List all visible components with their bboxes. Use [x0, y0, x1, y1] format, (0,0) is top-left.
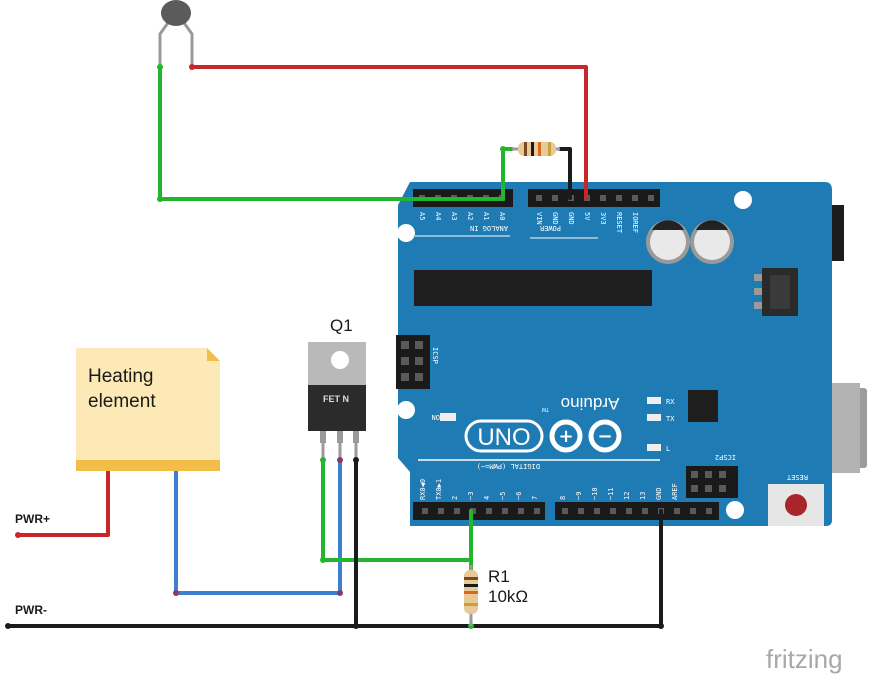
- wire-thermistor-5v: [190, 65, 588, 200]
- icsp2-header: [686, 466, 738, 498]
- wire-gate-d3: [321, 458, 473, 562]
- pwr-plus-label: PWR+: [15, 512, 50, 526]
- note-body: [76, 348, 220, 460]
- thermistor: [157, 0, 195, 70]
- pin-label-a5: A5: [418, 212, 426, 220]
- power-label: POWER: [539, 224, 561, 232]
- infinity-logo: [549, 419, 622, 453]
- mounting-hole: [734, 191, 752, 209]
- arduino-uno-board: A5 A4 A3 A2 A1 A0 ANALOG IN VIN GND GND …: [396, 182, 867, 526]
- pin-label-gnd1: GND: [551, 212, 559, 225]
- pwr-minus-label: PWR-: [15, 603, 47, 617]
- wire-resistor-gnd: [558, 147, 572, 200]
- rx-led: [647, 397, 661, 404]
- heating-element-note: Heating element: [76, 348, 220, 471]
- icsp-label: ICSP: [431, 347, 439, 364]
- pin-label-d9: ~9: [575, 492, 583, 500]
- wire-thermistor-a0: [158, 65, 514, 201]
- fritzing-watermark: fritzing: [766, 644, 843, 674]
- power-pin-labels: VIN GND GND 5V 3V3 RESET IOREF: [535, 212, 639, 234]
- brand-text: Arduino: [561, 394, 620, 413]
- pin-label-d12: 12: [623, 492, 631, 500]
- analog-in-label: ANALOG IN: [470, 224, 508, 232]
- pin-label-5v: 5V: [583, 212, 591, 221]
- pin-label-d3: ~3: [467, 492, 475, 500]
- l-led: [647, 444, 661, 451]
- board-pcb: [398, 182, 832, 526]
- heating-label-line1: Heating: [88, 366, 154, 387]
- pin-label-a1: A1: [482, 212, 490, 220]
- tx-led: [647, 414, 661, 421]
- pin-label-d0: RX0◀0: [419, 479, 427, 500]
- arduino-logo: Arduino TM UNO + −: [464, 394, 622, 453]
- r1-label: R1: [488, 567, 510, 586]
- digital-label: DIGITAL (PWM=~): [477, 462, 540, 470]
- analog-pin-labels: A5 A4 A3 A2 A1 A0: [418, 212, 506, 220]
- on-label: ON: [432, 413, 440, 421]
- pin-label-gnd-digital: GND: [655, 487, 663, 500]
- q1-label: Q1: [330, 316, 353, 335]
- tx-label: TX: [666, 415, 675, 423]
- uno-badge: [464, 419, 544, 453]
- pin-label-a2: A2: [466, 212, 474, 220]
- pin-label-d7: 7: [531, 496, 539, 500]
- svg-text:−: −: [597, 426, 612, 447]
- wire-junctions: [5, 146, 664, 629]
- wire-heater-drain: [174, 458, 342, 595]
- fet-label: FET N: [323, 394, 349, 404]
- pin-label-d1: TX0▶1: [435, 479, 443, 500]
- rx-label: RX: [666, 398, 675, 406]
- atmega-chip: [414, 270, 652, 306]
- pin-label-d11: ~11: [607, 487, 615, 500]
- note-bar: [76, 460, 220, 471]
- pin-label-d2: 2: [451, 496, 459, 500]
- digital-header-low: [413, 502, 545, 520]
- wire-pwr-plus: [16, 468, 110, 537]
- mounting-hole: [397, 401, 415, 419]
- thermistor-bead: [161, 0, 191, 26]
- pin-label-d4: 4: [483, 496, 491, 500]
- model-text: UNO: [477, 424, 530, 451]
- pin-label-3v3: 3V3: [599, 212, 607, 225]
- power-header: [528, 189, 660, 207]
- r1-resistor: R1 10kΩ: [464, 565, 528, 626]
- pin-label-a0: A0: [498, 212, 506, 220]
- wire-ground-bus: [6, 509, 663, 628]
- note-corner: [207, 348, 220, 361]
- pin-label-d10: ~10: [591, 487, 599, 500]
- pin-label-d5: ~5: [499, 492, 507, 500]
- usb-chip: [688, 390, 718, 422]
- l-label: L: [666, 445, 670, 453]
- pin-label-reset: RESET: [615, 212, 623, 234]
- heating-label-line2: element: [88, 391, 156, 412]
- icsp2-label: ICSP2: [715, 453, 736, 461]
- pin-label-d6: ~6: [515, 492, 523, 500]
- mosfet-q1: Q1 FET N: [308, 316, 366, 463]
- svg-text:+: +: [558, 426, 573, 447]
- pin-label-ioref: IOREF: [631, 212, 639, 233]
- pin-label-aref: AREF: [671, 483, 679, 500]
- pin-label-d13: 13: [639, 492, 647, 500]
- mosfet-body: [308, 385, 366, 431]
- reset-label: RESET: [786, 473, 808, 481]
- r1-value: 10kΩ: [488, 587, 528, 606]
- pin-label-a3: A3: [450, 212, 458, 220]
- mounting-hole: [726, 501, 744, 519]
- pin-label-vin: VIN: [535, 212, 543, 225]
- mounting-hole: [397, 224, 415, 242]
- pin-label-a4: A4: [434, 212, 442, 220]
- digital-pin-labels: RX0◀0 TX0▶1 2 ~3 4 ~5 ~6 7 8 ~9 ~10 ~11 …: [419, 479, 679, 500]
- on-led: [440, 413, 456, 421]
- pin-label-gnd2: GND: [567, 212, 575, 225]
- digital-header-high: [555, 502, 719, 520]
- tm-mark: TM: [542, 406, 549, 412]
- pullup-resistor: [512, 142, 560, 156]
- pin-label-d8: 8: [559, 496, 567, 500]
